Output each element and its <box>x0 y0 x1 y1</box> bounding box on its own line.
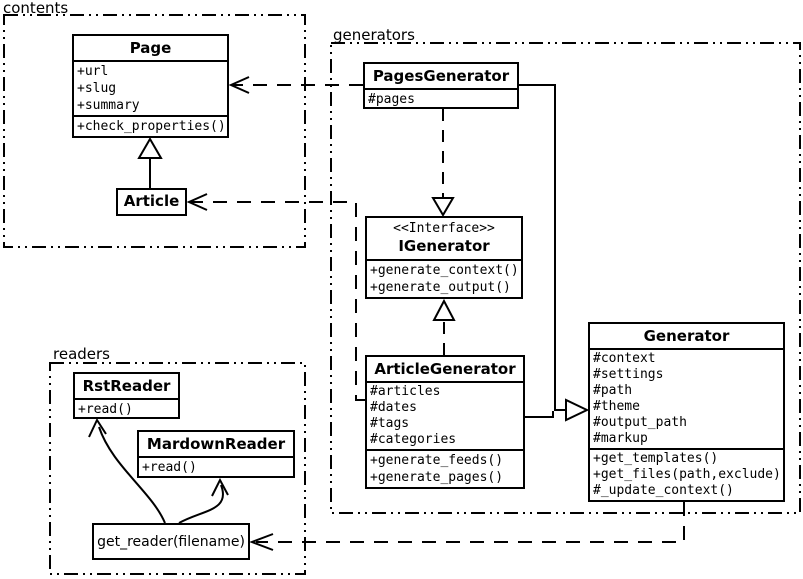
attribute: +url <box>77 64 109 79</box>
page-methods: +check_properties() <box>74 117 227 136</box>
arrow-article-to-page <box>137 137 163 188</box>
page-attributes: +url +slug +summary <box>74 62 227 117</box>
package-label-generators: generators <box>333 26 415 44</box>
class-box-igenerator: <<Interface>> IGenerator +generate_conte… <box>365 216 523 299</box>
attribute: #pages <box>368 92 415 107</box>
arrow-generators-to-generator <box>519 84 590 422</box>
attribute: #context <box>593 351 656 366</box>
attribute: #path <box>593 383 633 398</box>
package-label-contents: contents <box>3 0 69 17</box>
method: +check_properties() <box>77 119 226 134</box>
article-generator-attributes: #articles #dates #tags #categories <box>367 383 523 451</box>
method: +get_files(path,exclude) <box>593 467 781 482</box>
class-name-mardown-reader: MardownReader <box>139 432 293 458</box>
attribute: #theme <box>593 399 640 414</box>
package-label-readers: readers <box>53 345 110 363</box>
class-box-mardown-reader: MardownReader +read() <box>137 430 295 478</box>
arrow-pagesgenerator-to-page <box>228 76 363 94</box>
class-box-rst-reader: RstReader +read() <box>73 372 180 419</box>
class-name-article: Article <box>123 192 180 210</box>
generator-attributes: #context #settings #path #theme #output_… <box>590 350 783 450</box>
attribute: #articles <box>370 384 441 399</box>
class-name-pages-generator: PagesGenerator <box>365 64 517 90</box>
method: +get_templates() <box>593 451 719 466</box>
class-box-generator: Generator #context #settings #path #them… <box>588 322 785 502</box>
article-generator-methods: +generate_feeds() +generate_pages() <box>367 451 523 487</box>
get-reader-label: get_reader(filename) <box>97 533 245 550</box>
pages-generator-attributes: #pages <box>365 90 517 107</box>
attribute: +summary <box>77 98 140 113</box>
attribute: #tags <box>370 416 410 431</box>
attribute: #output_path <box>593 415 687 430</box>
interface-stereotype: <<Interface>> <box>393 221 495 236</box>
igenerator-methods: +generate_context() +generate_output() <box>367 261 521 297</box>
attribute: #dates <box>370 400 417 415</box>
method: +generate_feeds() <box>370 453 504 468</box>
method: +generate_output() <box>370 280 511 295</box>
igenerator-header: <<Interface>> IGenerator <box>367 218 521 261</box>
class-name-generator: Generator <box>590 324 783 350</box>
arrow-articlegenerator-to-igenerator <box>432 298 456 355</box>
function-box-get-reader: get_reader(filename) <box>92 523 250 560</box>
arrow-articlegenerator-to-article <box>186 193 365 401</box>
generator-methods: +get_templates() +get_files(path,exclude… <box>590 450 783 500</box>
class-box-article-generator: ArticleGenerator #articles #dates #tags … <box>365 355 525 489</box>
arrow-generator-to-get-reader <box>249 502 685 551</box>
attribute: #categories <box>370 432 457 447</box>
method: #_update_context() <box>593 483 734 498</box>
method: +read() <box>78 402 133 417</box>
arrow-get-reader-to-mardownreader <box>178 477 229 524</box>
class-name-article-generator: ArticleGenerator <box>367 357 523 383</box>
attribute: #settings <box>593 367 664 382</box>
method: +generate_pages() <box>370 470 504 485</box>
class-box-pages-generator: PagesGenerator #pages <box>363 62 519 109</box>
class-name-igenerator: IGenerator <box>398 237 490 255</box>
method: +generate_context() <box>370 263 519 278</box>
class-box-page: Page +url +slug +summary +check_properti… <box>72 34 229 138</box>
class-name-rst-reader: RstReader <box>75 374 178 400</box>
attribute: +slug <box>77 81 117 96</box>
class-name-page: Page <box>74 36 227 62</box>
attribute: #markup <box>593 431 648 446</box>
mardown-reader-methods: +read() <box>139 458 293 476</box>
arrow-pagesgenerator-to-igenerator <box>431 109 455 217</box>
rst-reader-methods: +read() <box>75 400 178 417</box>
method: +read() <box>142 460 197 475</box>
class-box-article: Article <box>116 188 187 216</box>
